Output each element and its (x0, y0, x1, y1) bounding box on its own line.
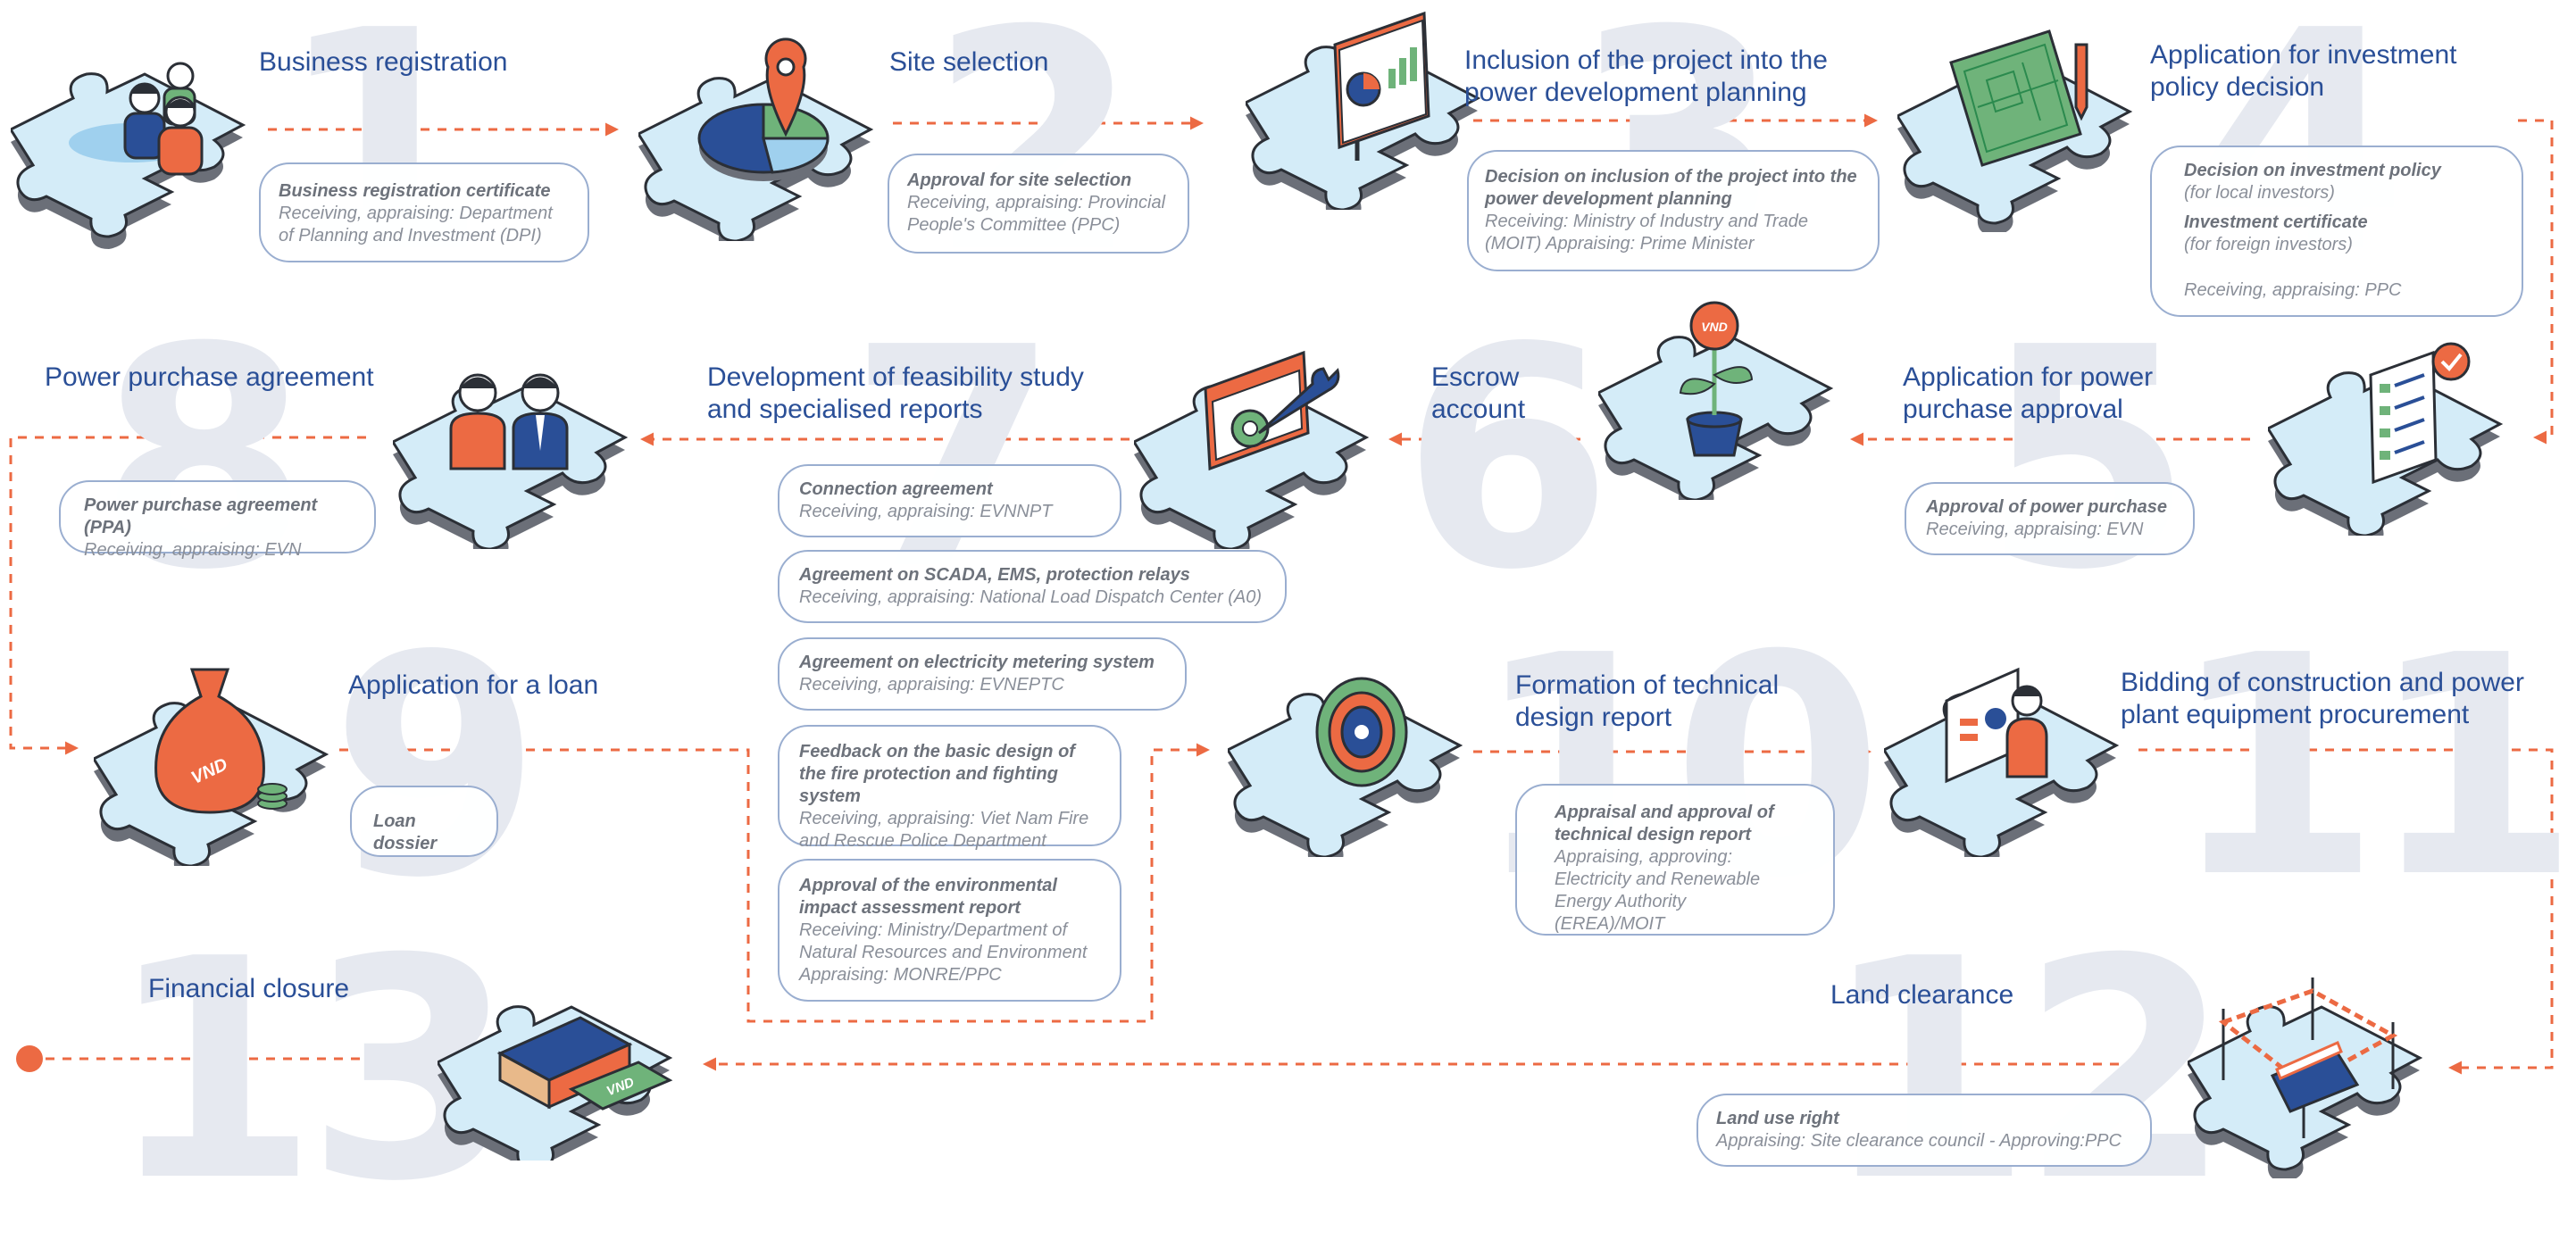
step-number-11: 11 (2170, 591, 2576, 944)
box-text: (for foreign investors) (2184, 235, 2353, 254)
step7-box-connection: Connection agreement Receiving, appraisi… (778, 464, 1121, 537)
step-title-6: Escrow account (1431, 362, 1526, 424)
box-bold: Approval of power purchase (1926, 497, 2168, 517)
step-title-1: Business registration (259, 47, 508, 77)
step-box-2: Approval for site selection Receiving, a… (888, 154, 1189, 254)
step-box-5: Approval of power purchase Receiving, ap… (1905, 482, 2195, 555)
box-bold: Agreement on SCADA, EMS, protection rela… (799, 565, 1190, 585)
box-text: Receiving, appraising: National Load Dis… (799, 587, 1263, 607)
handshake-people-icon (393, 373, 627, 549)
step-box-10: Appraisal and approval of technical desi… (1515, 784, 1835, 936)
box-text: Appraising: Site clearance council - App… (1716, 1131, 2122, 1151)
box-bold: Loan dossier (373, 811, 438, 853)
box-text: Receiving: Ministry of Industry and Trad… (1485, 212, 1809, 254)
arrow-8-9 (9, 436, 366, 755)
people-icon (11, 62, 245, 251)
box-text: Receiving, appraising: Department of Pla… (279, 204, 553, 245)
box-bold: Decision on investment policy (2184, 161, 2441, 180)
step-title-4: Application for investment policy decisi… (2150, 40, 2457, 102)
step-number-12: 12 (1822, 894, 2231, 1248)
step-title-13: Financial closure (148, 974, 350, 1003)
box-text: Receiving, appraising: PPC (2184, 280, 2402, 300)
step-title-10: Formation of technical design report (1515, 670, 1780, 732)
flow-arrows (9, 113, 2554, 1075)
box-bold: Decision on inclusion of the project int… (1485, 167, 1857, 209)
step7-box-fire: Feedback on the basic design of the fire… (778, 725, 1121, 851)
box-bold: Approval for site selection (907, 171, 1132, 190)
box-text: Appraising, approving: Electricity and R… (1555, 847, 1761, 934)
box-bold: Business registration certificate (279, 181, 551, 201)
checklist-icon (2268, 342, 2502, 536)
blueprint-icon (1897, 29, 2131, 232)
step-number-8: 8 (98, 283, 310, 636)
vnd-plant-label: VND (1701, 320, 1728, 334)
arrow-4-5 (2518, 119, 2554, 445)
money-bag-icon: VND (94, 668, 328, 866)
step-box-9: Loan dossier (350, 786, 498, 857)
box-text: Receiving, appraising: EVN (1926, 520, 2144, 539)
step-title-7: Development of feasibility study and spe… (707, 362, 1084, 424)
step-title-2: Site selection (889, 47, 1049, 77)
box-text: Receiving: Ministry/Department of Natura… (799, 920, 1088, 985)
step-box-4: Decision on investment policy (for local… (2150, 146, 2523, 317)
step-title-12: Land clearance (1830, 980, 2014, 1010)
box-bold: Feedback on the basic design of the fire… (799, 742, 1075, 806)
step-title-8: Power purchase agreement (45, 362, 374, 392)
step-box-8: Power purchase agreement (PPA) Receiving… (59, 480, 376, 560)
step-box-3: Decision on inclusion of the project int… (1467, 150, 1880, 271)
step-title-5: Application for power purchase approval (1903, 362, 2154, 424)
end-dot (16, 1045, 43, 1072)
step7-box-environment: Approval of the environmental impact ass… (778, 859, 1121, 1002)
box-bold: Agreement on electricity metering system (799, 653, 1155, 672)
step-box-12: Land use right Appraising: Site clearanc… (1696, 1094, 2152, 1167)
step-number-5: 5 (1982, 283, 2194, 636)
step-title-11: Bidding of construction and power plant … (2121, 668, 2524, 729)
box-text: Receiving, appraising: EVNEPTC (799, 675, 1064, 695)
step-title-3: Inclusion of the project into the power … (1464, 46, 1828, 107)
arrow-9-7 (339, 743, 1210, 1023)
presenter-icon (1884, 667, 2118, 857)
step-title-9: Application for a loan (348, 670, 599, 700)
construction-barrier-icon (2188, 978, 2422, 1178)
money-plant-icon: VND (1598, 301, 1832, 500)
box-bold: Approval of the environmental impact ass… (799, 876, 1057, 918)
step7-box-metering: Agreement on electricity metering system… (778, 637, 1187, 711)
box-text: Receiving, appraising: Viet Nam Fire and… (799, 809, 1089, 851)
box-bold: Connection agreement (799, 479, 993, 499)
box-bold: Land use right (1716, 1109, 1839, 1128)
box-bold: Appraisal and approval of technical desi… (1555, 803, 1774, 844)
step-number-6: 6 (1402, 283, 1613, 636)
presentation-board-icon (1246, 11, 1480, 210)
box-text: Receiving, appraising: Provincial People… (907, 193, 1166, 235)
step7-box-scada: Agreement on SCADA, EMS, protection rela… (778, 550, 1287, 623)
box-bold: Investment certificate (2184, 212, 2368, 232)
box-bold: Power purchase agreement (PPA) (84, 495, 318, 537)
gear-circle-icon (1228, 677, 1462, 857)
box-text: (for local investors) (2184, 183, 2335, 203)
gear-wrench-icon (1134, 350, 1368, 549)
step-box-1: Business registration certificate Receiv… (259, 162, 589, 262)
box-text: Receiving, appraising: EVNNPT (799, 502, 1053, 521)
step-number-9: 9 (330, 591, 542, 944)
map-pin-chart-icon (638, 37, 872, 241)
arrow-11-12 (2138, 748, 2554, 1075)
box-text: Receiving, appraising: EVN (84, 540, 302, 560)
money-stack-icon: VND (438, 1005, 673, 1161)
